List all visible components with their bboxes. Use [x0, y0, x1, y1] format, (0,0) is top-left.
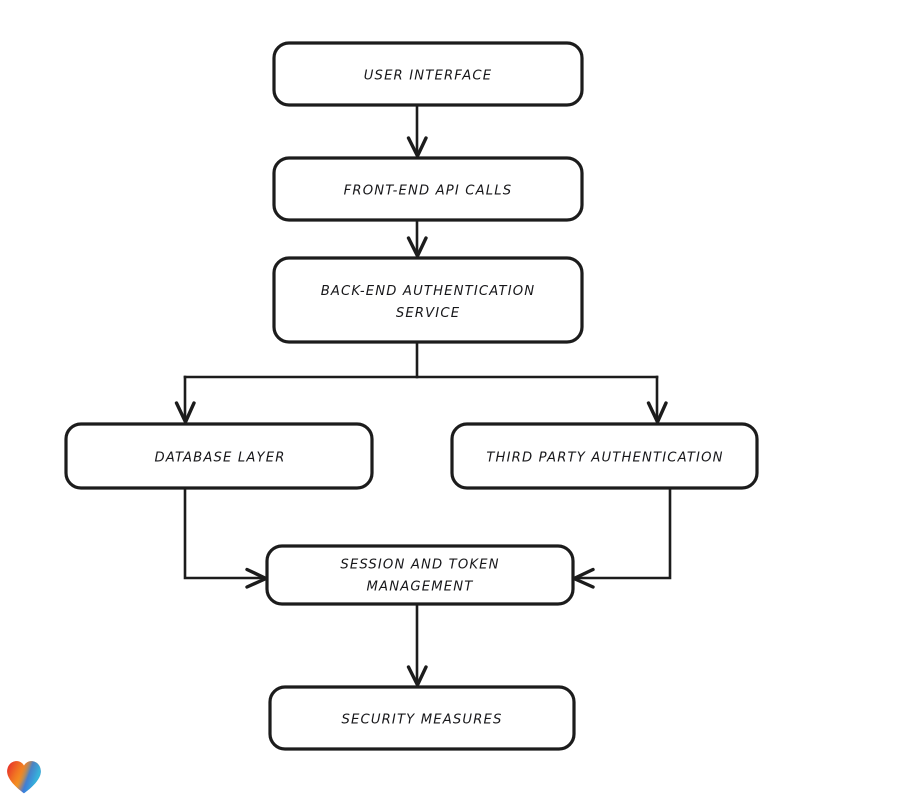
back-end-authentication-service-label-line1: BACK-END AUTHENTICATION [321, 284, 536, 299]
node-third-party-authentication[interactable]: THIRD PARTY AUTHENTICATION [450, 422, 759, 490]
node-session-and-token-management[interactable]: SESSION AND TOKEN MANAGEMENT [265, 544, 575, 606]
session-and-token-management-box[interactable] [265, 544, 575, 606]
database-layer-box[interactable] [64, 422, 374, 490]
heart-shape-overlay [7, 761, 41, 794]
session-and-token-management-label-line1: SESSION AND TOKEN [340, 558, 499, 573]
node-security-measures[interactable]: SECURITY MEASURES [268, 685, 576, 751]
front-end-api-calls-label: FRONT-END API CALLS [344, 184, 513, 199]
heart-logo [7, 761, 41, 794]
database-layer-label: DATABASE LAYER [154, 451, 285, 466]
edge-database-to-session [183, 486, 268, 589]
edge-api-to-backend [406, 218, 428, 258]
security-measures-box[interactable] [268, 685, 576, 751]
node-front-end-api-calls[interactable]: FRONT-END API CALLS [272, 156, 584, 222]
third-party-authentication-box[interactable] [450, 422, 759, 490]
node-database-layer[interactable]: DATABASE LAYER [64, 422, 374, 490]
node-user-interface[interactable]: USER INTERFACE [272, 41, 584, 107]
edge-backend-split-bus [183, 340, 659, 379]
third-party-authentication-label: THIRD PARTY AUTHENTICATION [486, 451, 723, 466]
node-back-end-authentication-service[interactable]: BACK-END AUTHENTICATION SERVICE [272, 256, 584, 344]
back-end-authentication-service-box[interactable] [272, 256, 584, 344]
edge-thirdparty-to-session [572, 486, 672, 589]
security-measures-label: SECURITY MEASURES [341, 713, 502, 728]
edge-session-to-security [406, 602, 428, 687]
front-end-api-calls-box[interactable] [272, 156, 584, 222]
back-end-authentication-service-label-line2: SERVICE [396, 306, 460, 321]
user-interface-label: USER INTERFACE [364, 69, 493, 84]
edge-backend-to-thirdparty [646, 375, 668, 424]
session-and-token-management-label-line2: MANAGEMENT [367, 580, 474, 595]
user-interface-box[interactable] [272, 41, 584, 107]
edge-ui-to-api [406, 103, 428, 158]
edge-backend-to-database [174, 375, 196, 424]
